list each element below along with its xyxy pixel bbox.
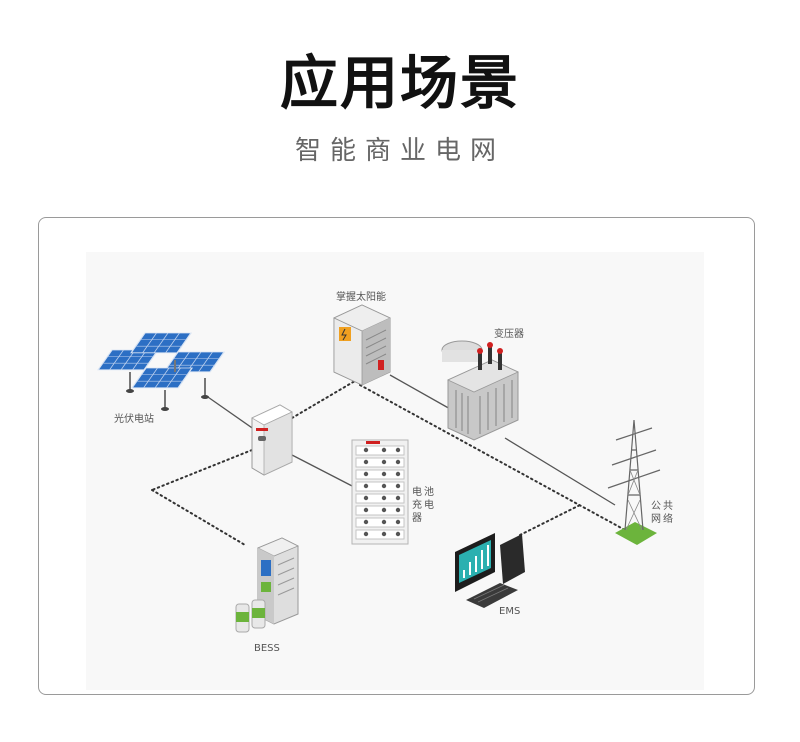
pv-to-inverter-line	[204, 394, 259, 433]
bess-label: BESS	[254, 643, 280, 654]
transformer-label: 变压器	[494, 329, 524, 340]
ems-to-grid-dotted	[519, 504, 581, 536]
control-to-transformer-line	[389, 374, 453, 411]
ems-label: EMS	[499, 606, 521, 617]
public-grid-label: 公共网络	[651, 501, 675, 525]
inverter-to-left-dotted	[151, 449, 253, 491]
control-to-grid-dotted	[359, 384, 626, 531]
left-to-bess-dotted	[151, 489, 246, 546]
bess-cabinet-icon	[235, 537, 299, 633]
inverter-icon	[251, 404, 293, 476]
control-cabinet-label: 掌握太阳能	[336, 292, 386, 303]
transmission-tower-icon	[607, 419, 661, 545]
connections	[151, 374, 626, 546]
inverter-to-charger-line	[291, 454, 357, 489]
transformer-to-grid-line	[504, 437, 616, 506]
pv-station-label: 光伏电站	[114, 414, 154, 425]
battery-charger-rack-icon	[351, 439, 409, 545]
page-title: 应用场景	[279, 49, 520, 117]
control-cabinet-icon	[333, 304, 391, 386]
page-subtitle: 智能商业电网	[294, 136, 505, 166]
solar-panel-icon	[97, 332, 226, 411]
transformer-icon	[441, 340, 519, 441]
inverter-to-control-dotted	[291, 377, 361, 419]
ems-computer-icon	[455, 533, 525, 608]
battery-charger-label: 电池充电器	[412, 487, 436, 524]
